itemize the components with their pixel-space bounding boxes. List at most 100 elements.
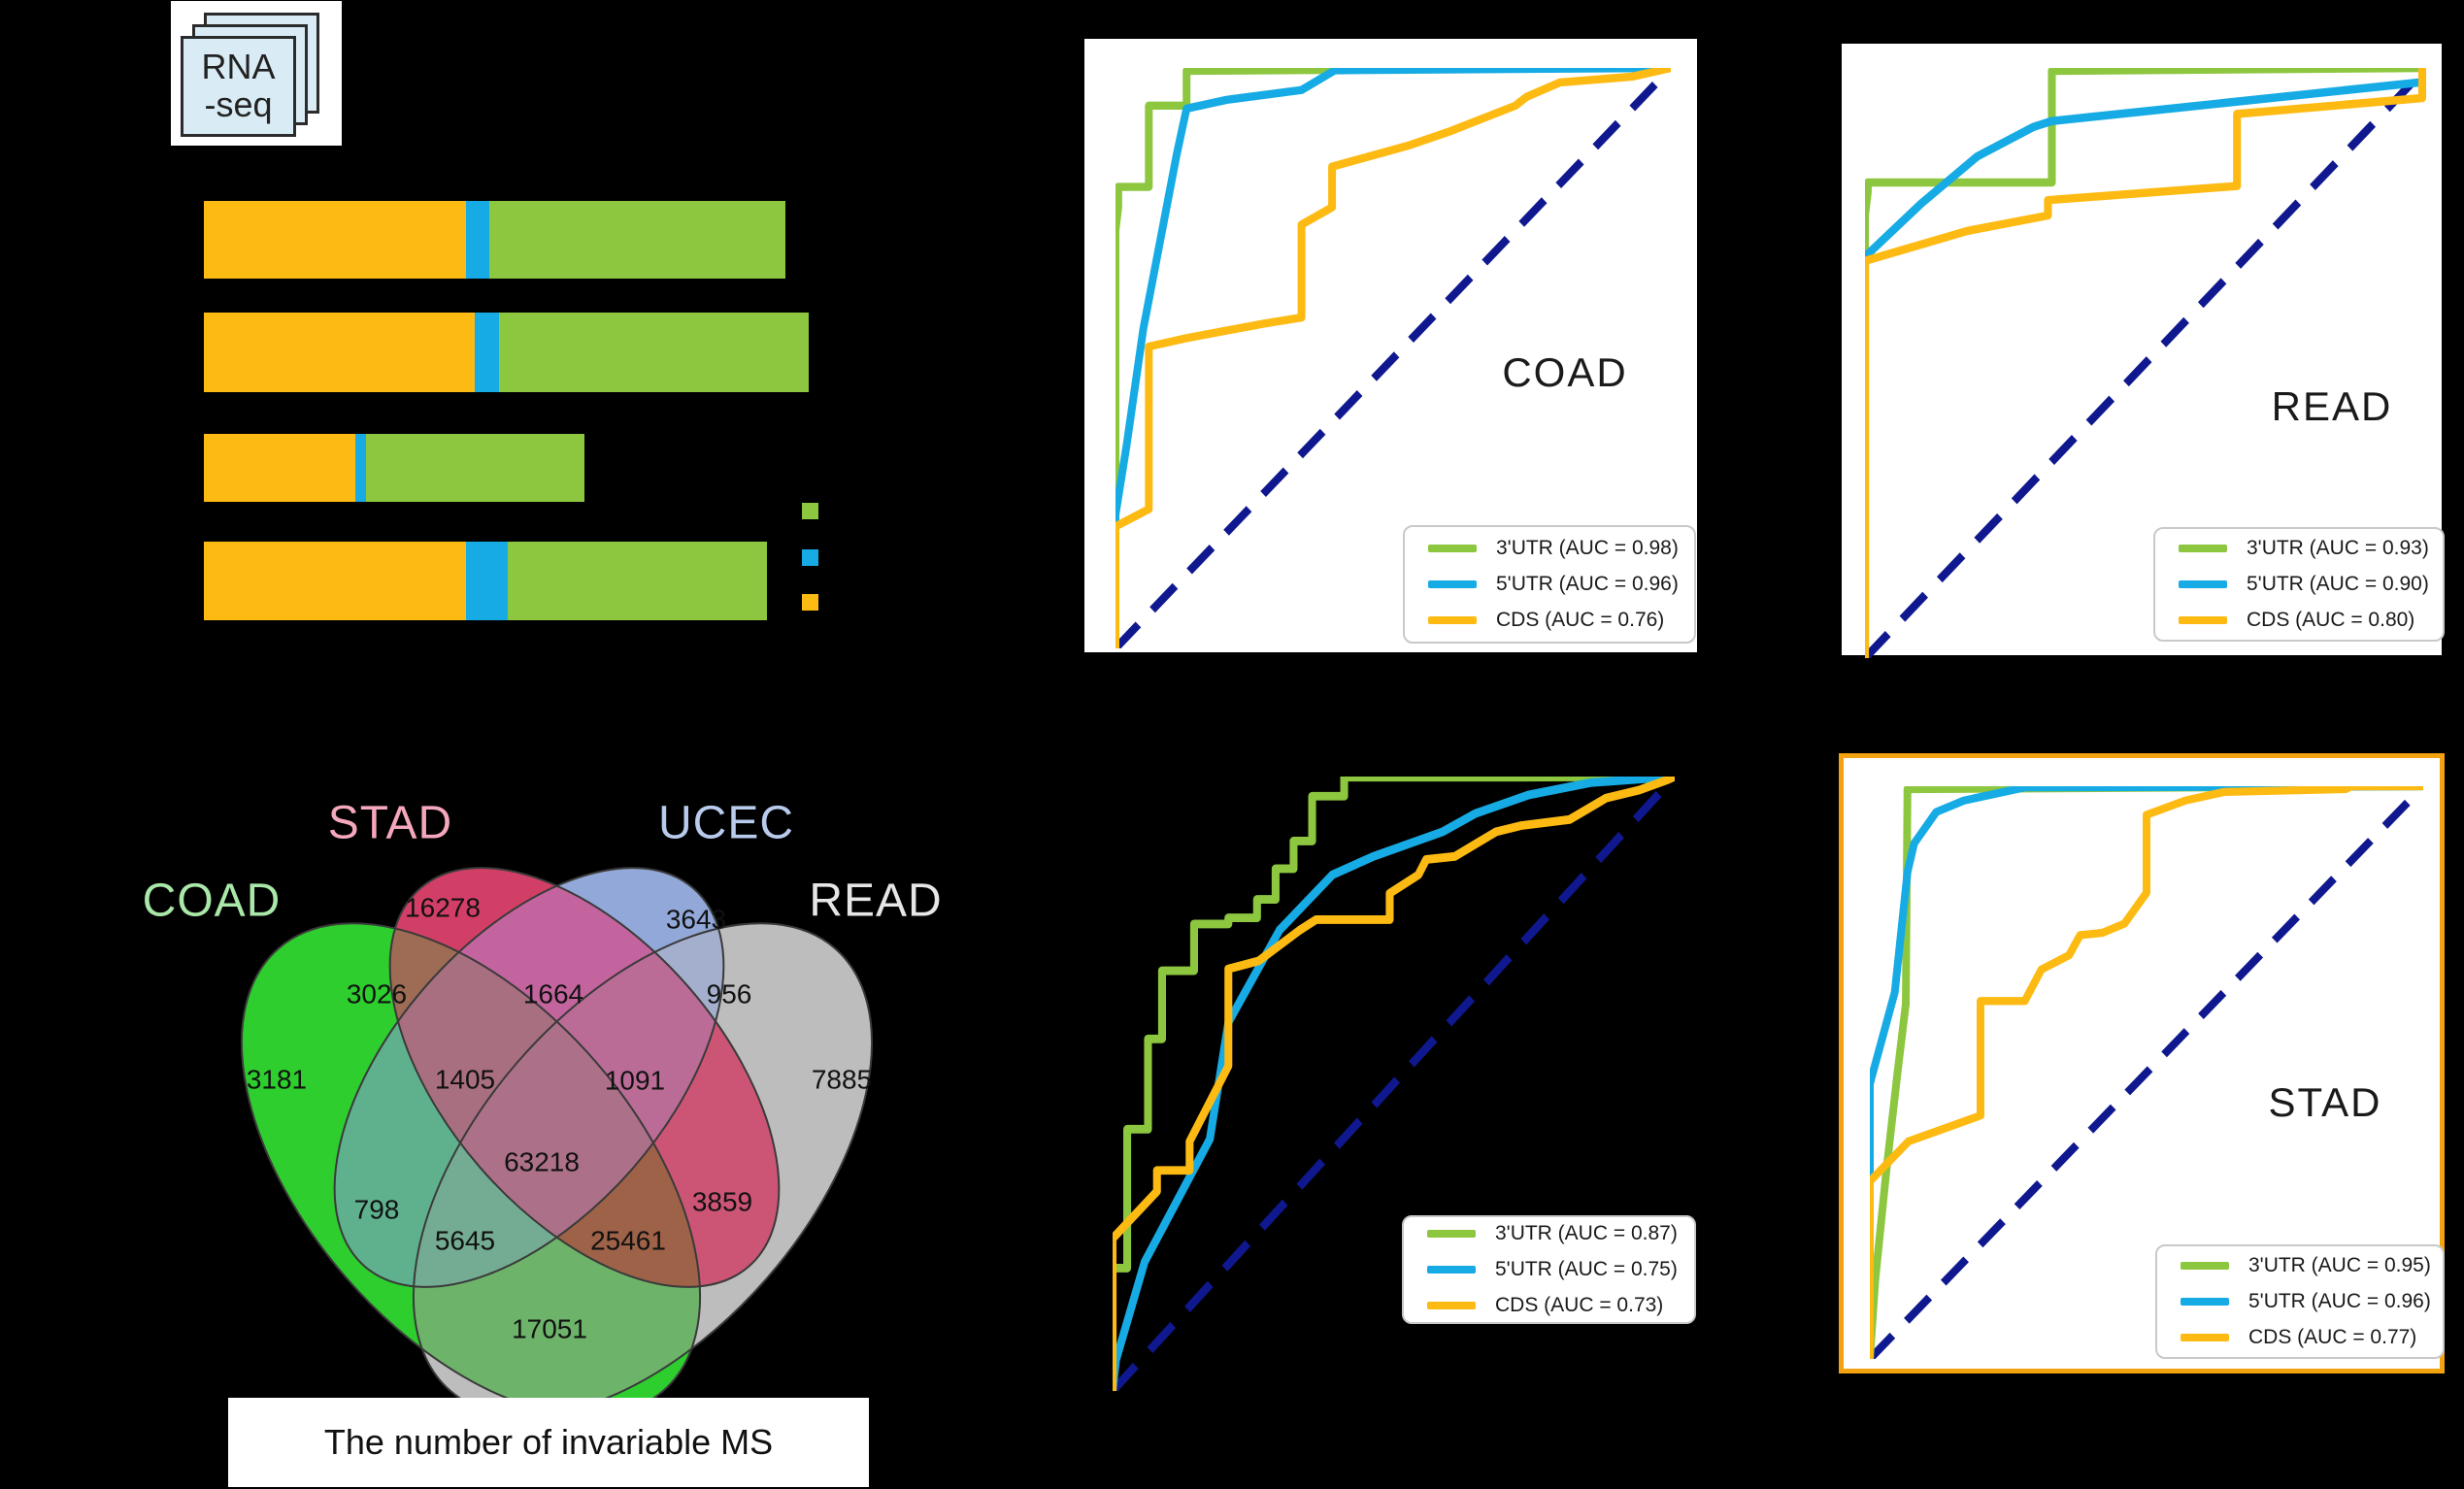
legend-line-orange-icon [2181,1334,2229,1341]
venn-count-ACD: 5645 [435,1226,495,1256]
roc-chance-diagonal-read [1865,68,2426,658]
roc-legend-label-ucec-1: 5'UTR (AUC = 0.75) [1495,1258,1678,1280]
roc-curve-stad-green [1870,786,2423,1359]
roc-legend-label-read-2: CDS (AUC = 0.80) [2247,609,2415,631]
stacked-bar-chart [204,201,825,628]
roc-legend-label-stad-2: CDS (AUC = 0.77) [2248,1326,2417,1348]
roc-panel-ucec [1113,777,1675,1391]
roc-legend-label-ucec-2: CDS (AUC = 0.73) [1495,1294,1664,1316]
bar-row-1 [204,201,785,279]
venn-set-label-stad: STAD [328,798,452,849]
venn-count-AB: 3026 [347,979,407,1009]
roc-legend-label-ucec-0: 3'UTR (AUC = 0.87) [1495,1222,1678,1244]
bar-4-orange-segment [204,542,466,620]
bar-2-blue-segment [475,313,499,392]
roc-legend-row-coad-blue: 5'UTR (AUC = 0.96) [1428,573,1694,596]
venn-ellipse-outline-read [412,922,874,1417]
venn-count-BCD: 1091 [605,1066,665,1096]
roc-legend-row-ucec-green: 3'UTR (AUC = 0.87) [1427,1222,1694,1245]
venn-count-A: 3181 [247,1065,307,1095]
venn-count-C: 3643 [666,905,726,935]
roc-chance-diagonal-stad [1870,786,2423,1359]
roc-curve-coad-blue [1115,68,1671,648]
legend-line-blue-icon [1427,1266,1476,1274]
bar-row-4 [204,542,767,620]
venn-count-ABD: 25461 [590,1226,666,1256]
roc-legend-read: 3'UTR (AUC = 0.93) 5'UTR (AUC = 0.90) CDS … [2153,527,2445,642]
bar-2-orange-segment [204,313,475,392]
venn-count-D: 7885 [812,1065,872,1095]
roc-legend-label-read-0: 3'UTR (AUC = 0.93) [2247,537,2429,559]
venn-count-CD: 956 [707,979,752,1009]
rna-seq-label-line1: RNA [201,47,276,87]
venn-count-AC: 798 [354,1195,400,1225]
legend-line-green-icon [2179,545,2227,552]
roc-curve-coad-orange [1115,68,1671,648]
roc-plot-area-coad [1115,68,1671,648]
bar-4-blue-segment [466,542,508,620]
bar-legend-swatch-orange [802,594,818,611]
bar-legend-swatch-blue [802,549,818,566]
venn-count-B: 16278 [405,893,481,923]
roc-legend-row-read-blue: 5'UTR (AUC = 0.90) [2179,573,2443,596]
bar-3-orange-segment [204,434,355,502]
bar-3-green-segment [366,434,584,502]
legend-line-blue-icon [2181,1298,2229,1306]
legend-line-green-icon [1428,545,1477,552]
roc-legend-row-stad-blue: 5'UTR (AUC = 0.96) [2181,1290,2443,1313]
bar-3-blue-segment [355,434,366,502]
roc-legend-label-stad-1: 5'UTR (AUC = 0.96) [2248,1290,2431,1312]
roc-chart-ucec [1113,777,1675,1391]
venn-regions [153,798,960,1489]
roc-curve-read-orange [1865,68,2426,658]
venn-caption-text: The number of invariable MS [323,1422,774,1462]
bar-1-blue-segment [466,201,489,279]
venn-count-ABCD: 63218 [504,1147,580,1177]
roc-curve-read-green [1865,68,2426,658]
roc-legend-row-read-green: 3'UTR (AUC = 0.93) [2179,537,2443,560]
bar-legend-swatch-green [802,503,818,519]
venn-count-AD: 17051 [512,1314,587,1344]
roc-legend-row-stad-orange: CDS (AUC = 0.77) [2181,1326,2443,1349]
roc-legend-label-read-1: 5'UTR (AUC = 0.90) [2247,573,2429,595]
roc-chart-stad [1870,786,2423,1359]
venn-set-label-ucec: UCEC [658,798,794,849]
rna-seq-label-line2: -seq [204,84,273,124]
roc-legend-row-coad-orange: CDS (AUC = 0.76) [1428,609,1694,632]
rna-seq-icon: RNA -seq [171,1,342,146]
roc-legend-ucec: 3'UTR (AUC = 0.87) 5'UTR (AUC = 0.75) CDS … [1402,1215,1696,1324]
roc-curve-stad-blue [1870,786,2423,1359]
bar-4-green-segment [508,542,767,620]
roc-legend-stad: 3'UTR (AUC = 0.95) 5'UTR (AUC = 0.96) CDS … [2155,1244,2445,1359]
roc-legend-row-stad-green: 3'UTR (AUC = 0.95) [2181,1254,2443,1277]
bar-2-green-segment [499,313,809,392]
roc-panel-label-coad: COAD [1502,349,1628,395]
roc-legend-row-read-orange: CDS (AUC = 0.80) [2179,609,2443,632]
roc-panel-label-read: READ [2271,383,2393,429]
roc-curve-ucec-green [1113,777,1675,1391]
roc-chance-diagonal-ucec [1113,777,1675,1391]
legend-line-orange-icon [2179,616,2227,624]
roc-legend-row-coad-green: 3'UTR (AUC = 0.98) [1428,537,1694,560]
legend-line-orange-icon [1427,1302,1476,1309]
legend-line-blue-icon [2179,580,2227,588]
roc-chance-diagonal-coad [1115,68,1671,648]
roc-panel-label-stad: STAD [2268,1079,2382,1125]
venn-ellipse-outline-coad [240,922,702,1417]
roc-plot-area-read [1865,68,2426,658]
legend-line-blue-icon [1428,580,1477,588]
roc-curve-ucec-blue [1113,777,1675,1391]
legend-line-orange-icon [1428,616,1477,624]
roc-chart-coad [1115,68,1671,648]
roc-curve-stad-orange [1870,786,2423,1359]
roc-curve-read-blue [1865,68,2426,658]
roc-legend-label-coad-2: CDS (AUC = 0.76) [1496,609,1665,631]
roc-curve-ucec-orange [1113,777,1675,1391]
bar-row-3 [204,434,584,502]
roc-legend-label-coad-1: 5'UTR (AUC = 0.96) [1496,573,1679,595]
venn-caption: The number of invariable MS [228,1398,869,1487]
legend-line-green-icon [2181,1262,2229,1270]
venn-set-label-read: READ [809,876,942,927]
